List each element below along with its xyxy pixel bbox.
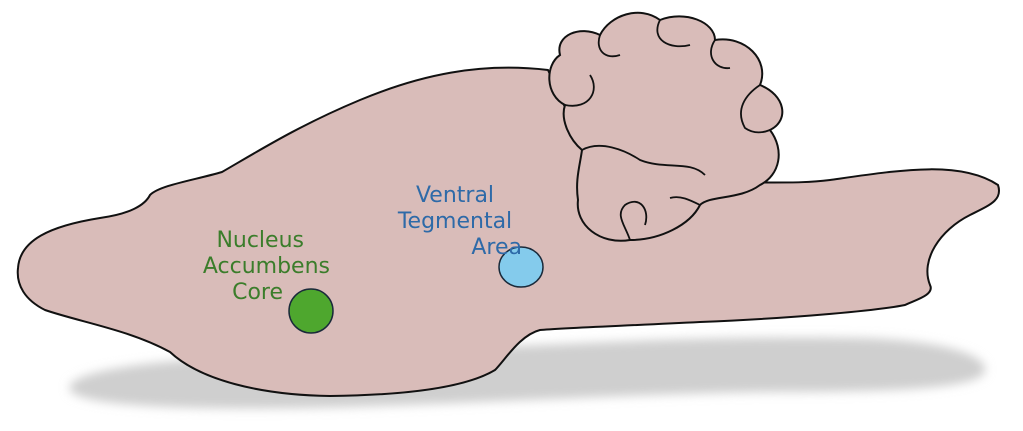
nac-line-3: Core	[232, 280, 283, 305]
nucleus-accumbens-core-label: Nucleus Accumbens Core	[170, 228, 330, 306]
cerebellum-folds	[564, 19, 771, 241]
ventral-tegmental-area-label: Ventral Tegmental Area	[380, 183, 530, 261]
vta-dot	[498, 246, 544, 288]
nac-line-2: Accumbens	[202, 254, 330, 279]
brainstem-outline	[16, 66, 1001, 398]
nac-core-dot	[288, 288, 334, 334]
vta-line-2: Tegmental	[397, 209, 513, 234]
cerebellum-outline	[548, 11, 784, 242]
nac-line-1: Nucleus	[216, 228, 304, 253]
vta-line-3: Area	[471, 235, 522, 260]
vta-line-1: Ventral	[415, 183, 495, 208]
